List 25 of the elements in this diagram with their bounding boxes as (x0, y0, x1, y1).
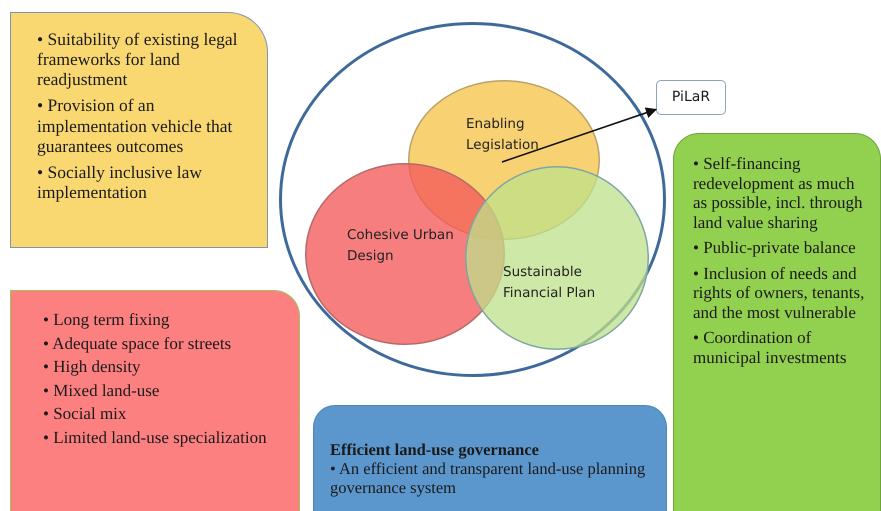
bullet-text: • Public-private balance (693, 238, 857, 258)
bullet-text: • An efficient and transparent land-use planning governance system (330, 460, 646, 498)
bullet-text: • Mixed land-use (43, 380, 160, 400)
bullet-text: • Long term fixing (43, 310, 170, 330)
circle-label: Enabling Legislation (466, 115, 540, 155)
bullet-text: • Self-financing redevelopment as much as possible, incl. through land value sharing (693, 154, 864, 232)
bullet-text: • Limited land-use specialization (43, 428, 268, 448)
info-card (673, 133, 881, 511)
bullet-text: • Suitability of existing legal frameworks for land readjustment (37, 29, 239, 90)
bullet-text: • Provision of an implementation vehicle that guarantees outcomes (37, 95, 234, 156)
bullet-text: • Socially inclusive law implementation (37, 162, 204, 202)
circle-label: Sustainable Financial Plan (503, 263, 596, 303)
info-card (10, 290, 300, 511)
arrow (502, 107, 658, 163)
bullet-text: • Adequate space for streets (43, 334, 232, 354)
info-card (313, 405, 667, 511)
bullet-text: • High density (43, 357, 142, 377)
circle-label: Cohesive Urban Design (347, 226, 455, 266)
info-card (10, 12, 268, 248)
label-box (656, 80, 726, 115)
bullet-text: • Inclusion of needs and rights of owners, tenants, and the most vulnerable (693, 264, 866, 322)
bullet-text: • Coordination of municipal investments (693, 328, 848, 368)
node-label: PiLaR (672, 89, 710, 106)
bullet-text: • Social mix (43, 404, 128, 424)
card-heading: Efficient land-use governance (330, 441, 540, 460)
